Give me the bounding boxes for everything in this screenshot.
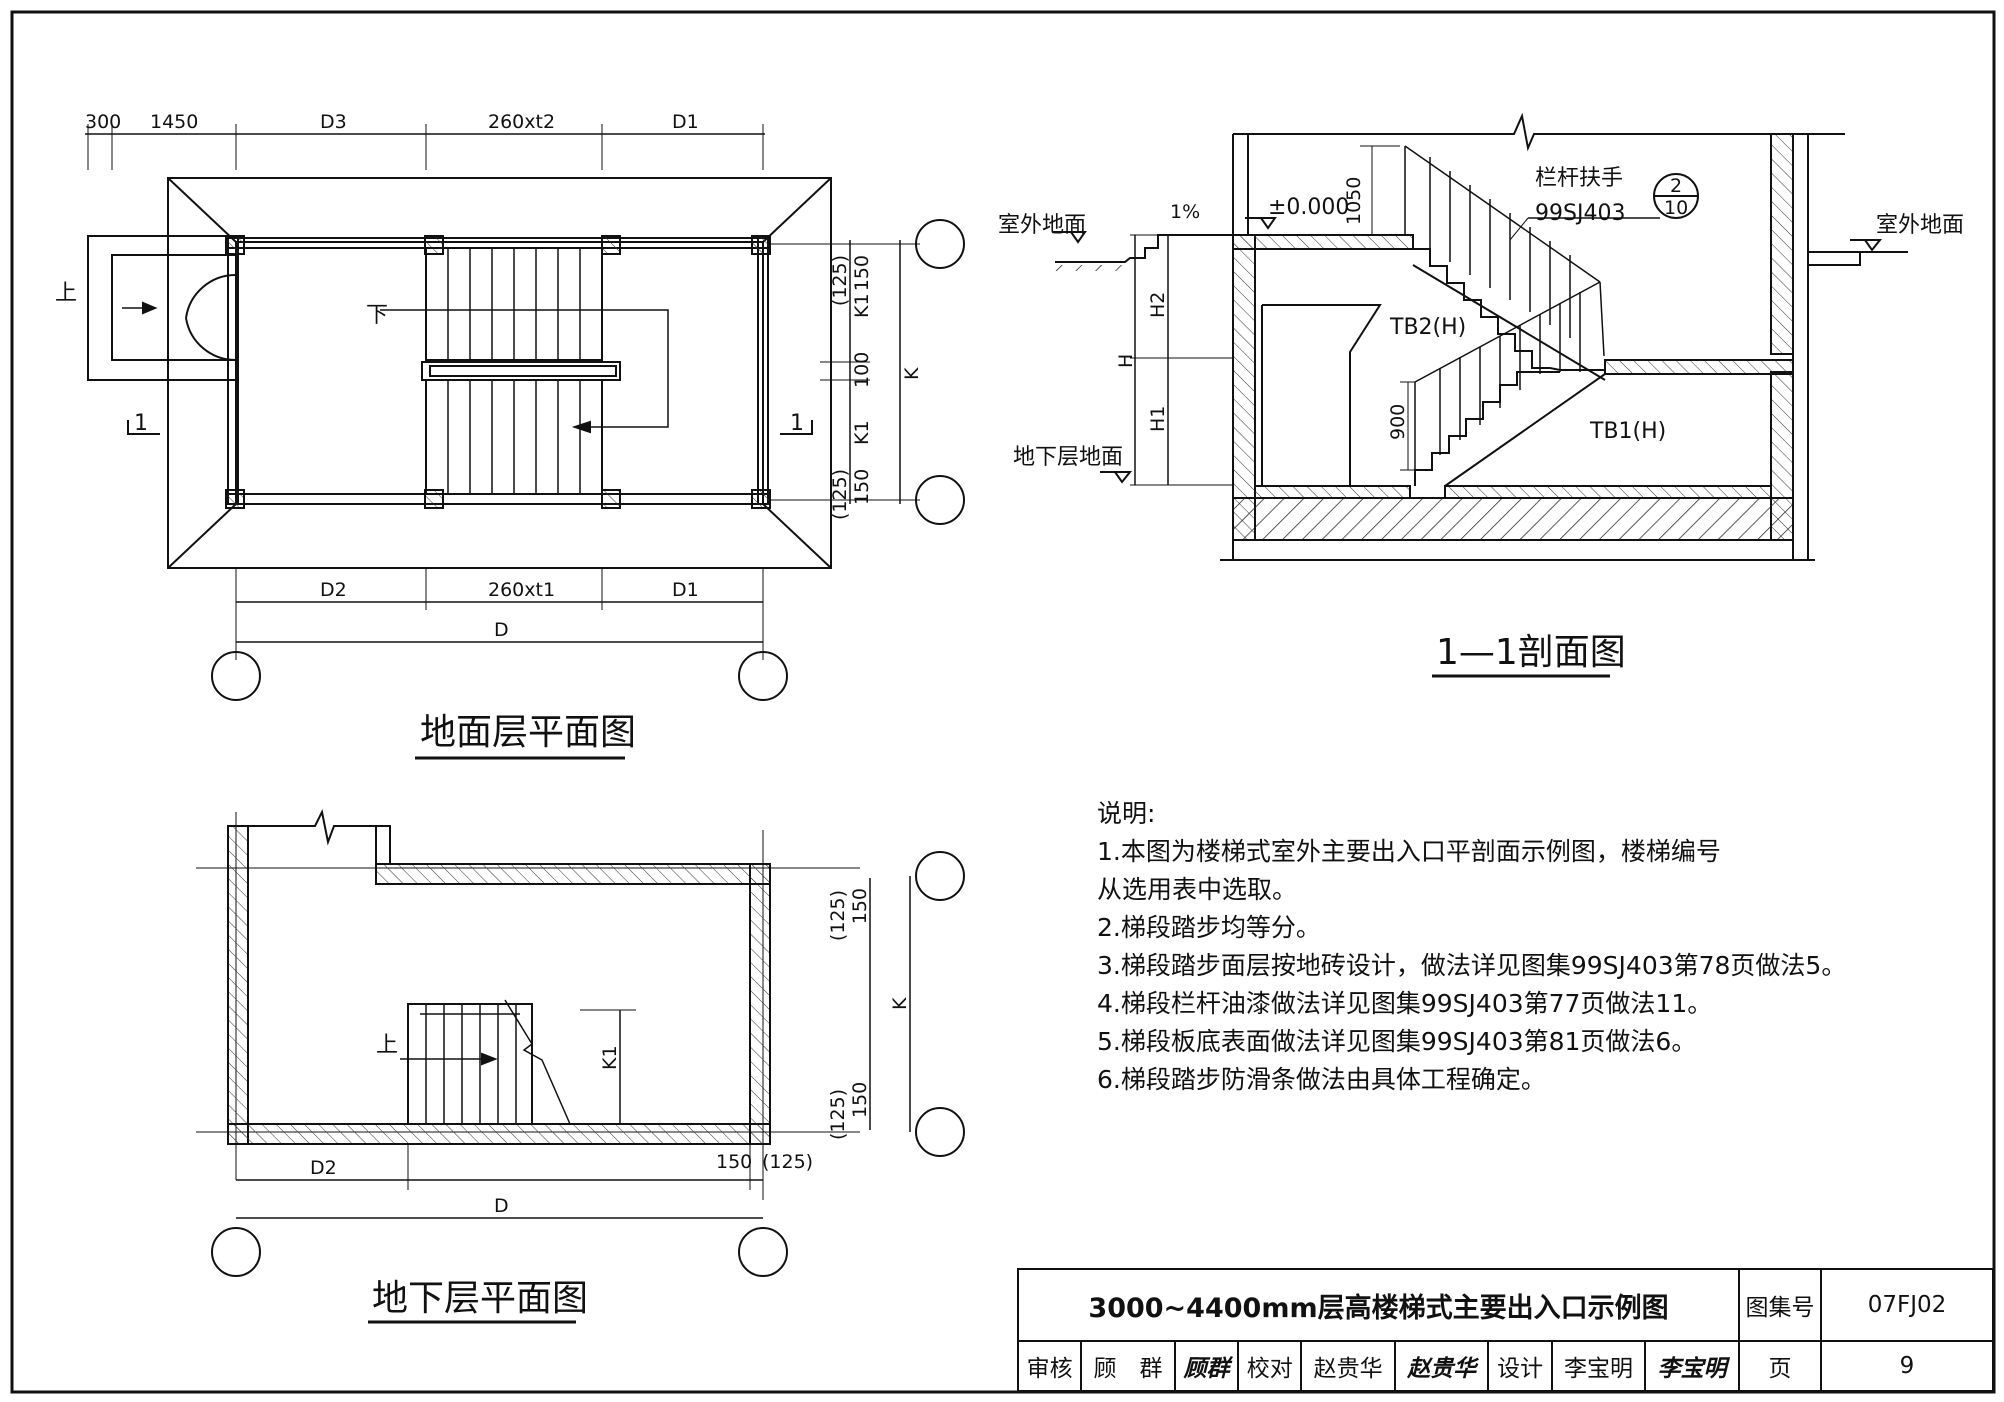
page-value: 9	[1820, 1340, 1994, 1392]
svg-text:99SJ403: 99SJ403	[1535, 201, 1625, 226]
svg-text:(125): (125)	[829, 469, 851, 520]
svg-text:150: 150	[716, 1151, 752, 1173]
title-block: 3000~4400mm层高楼梯式主要出入口示例图 图集号 07FJ02 审核 顾…	[1016, 1268, 1994, 1392]
svg-text:D3: D3	[320, 111, 347, 133]
svg-text:上: 上	[376, 1033, 398, 1058]
svg-text:D2: D2	[320, 579, 347, 601]
section-1-1	[1053, 112, 1908, 561]
svg-text:1: 1	[134, 411, 148, 436]
svg-text:(125): (125)	[827, 890, 849, 941]
review-name: 顾 群	[1080, 1340, 1176, 1392]
svg-text:K1: K1	[599, 1045, 621, 1070]
svg-text:260xt2: 260xt2	[488, 111, 555, 133]
svg-text:下: 下	[366, 303, 388, 328]
design-name: 李宝明	[1550, 1340, 1647, 1392]
note-item: 1.本图为楼梯式室外主要出入口平剖面示例图，楼梯编号	[1097, 837, 1721, 866]
check-signature: 赵贵华	[1393, 1340, 1490, 1392]
svg-text:2: 2	[1670, 175, 1682, 197]
svg-text:(125): (125)	[827, 1089, 849, 1140]
svg-text:150: 150	[851, 469, 873, 505]
section-text: 室外地面 室外地面 地下层地面 1% ±0.000 1050 H2 H H1 9…	[998, 166, 1964, 678]
svg-text:H1: H1	[1147, 406, 1169, 432]
svg-text:地下层平面图: 地下层平面图	[372, 1278, 588, 1319]
svg-text:150: 150	[851, 255, 873, 291]
note-item: 4.梯段栏杆油漆做法详见图集99SJ403第77页做法11。	[1097, 989, 1713, 1018]
note-item: 从选用表中选取。	[1097, 875, 1298, 904]
svg-text:TB2(H): TB2(H)	[1389, 315, 1466, 340]
sheet-border	[10, 10, 1996, 1394]
review-signature: 顾群	[1173, 1340, 1240, 1392]
ground-plan-dimension-text: 300 1450 D3 260xt2 D1 D2 260xt1 D1 D (12…	[55, 111, 923, 760]
drawing-title: 3000~4400mm层高楼梯式主要出入口示例图	[1017, 1268, 1740, 1342]
ground-floor-plan	[85, 124, 965, 701]
note-item: 5.梯段板底表面做法详见图集99SJ403第81页做法6。	[1097, 1027, 1697, 1056]
note-item: 6.梯段踏步防滑条做法由具体工程确定。	[1097, 1065, 1546, 1094]
svg-text:10: 10	[1664, 197, 1688, 219]
review-label: 审核	[1016, 1340, 1083, 1392]
check-name: 赵贵华	[1300, 1340, 1396, 1392]
svg-text:K: K	[901, 367, 923, 380]
svg-text:K: K	[889, 997, 911, 1010]
atlas-label: 图集号	[1738, 1268, 1822, 1342]
svg-text:1050: 1050	[1343, 177, 1365, 225]
svg-text:1450: 1450	[150, 111, 198, 133]
svg-text:K1: K1	[851, 420, 873, 445]
note-item: 3.梯段踏步面层按地砖设计，做法详见图集99SJ403第78页做法5。	[1097, 951, 1847, 980]
svg-text:D1: D1	[672, 111, 699, 133]
svg-text:1: 1	[790, 411, 804, 436]
svg-text:地面层平面图: 地面层平面图	[420, 712, 636, 753]
svg-text:上: 上	[55, 281, 77, 306]
svg-text:±0.000: ±0.000	[1268, 195, 1349, 220]
svg-text:(125): (125)	[829, 255, 851, 306]
svg-text:150: 150	[849, 888, 871, 924]
svg-text:TB1(H): TB1(H)	[1589, 419, 1666, 444]
svg-text:D1: D1	[672, 579, 699, 601]
design-notes: 说明: 1.本图为楼梯式室外主要出入口平剖面示例图，楼梯编号 从选用表中选取。 …	[1097, 795, 1957, 1099]
design-label: 设计	[1487, 1340, 1553, 1392]
notes-heading: 说明:	[1097, 799, 1156, 828]
svg-text:100: 100	[851, 352, 873, 388]
check-label: 校对	[1237, 1340, 1303, 1392]
svg-text:地下层地面: 地下层地面	[1013, 445, 1123, 470]
svg-text:1—1剖面图: 1—1剖面图	[1436, 632, 1626, 673]
svg-text:H: H	[1115, 354, 1137, 368]
svg-text:300: 300	[85, 111, 121, 133]
svg-text:D: D	[494, 619, 509, 641]
svg-text:室外地面: 室外地面	[1876, 213, 1964, 238]
svg-text:D: D	[494, 1195, 509, 1217]
basement-plan	[196, 808, 965, 1277]
basement-plan-text: (125) 150 K K1 (125) 150 150 (125) D2 D …	[310, 888, 911, 1324]
design-signature: 李宝明	[1644, 1340, 1740, 1392]
svg-text:D2: D2	[310, 1157, 337, 1179]
svg-text:900: 900	[1387, 404, 1409, 440]
page-label: 页	[1738, 1340, 1822, 1392]
note-item: 2.梯段踏步均等分。	[1097, 913, 1321, 942]
svg-text:(125): (125)	[762, 1151, 813, 1173]
atlas-value: 07FJ02	[1820, 1268, 1994, 1342]
svg-text:260xt1: 260xt1	[488, 579, 555, 601]
svg-text:K1: K1	[851, 293, 873, 318]
svg-text:室外地面: 室外地面	[998, 213, 1086, 238]
svg-text:H2: H2	[1147, 292, 1169, 318]
svg-text:1%: 1%	[1170, 201, 1200, 223]
svg-text:栏杆扶手: 栏杆扶手	[1535, 166, 1623, 191]
svg-text:150: 150	[849, 1082, 871, 1118]
